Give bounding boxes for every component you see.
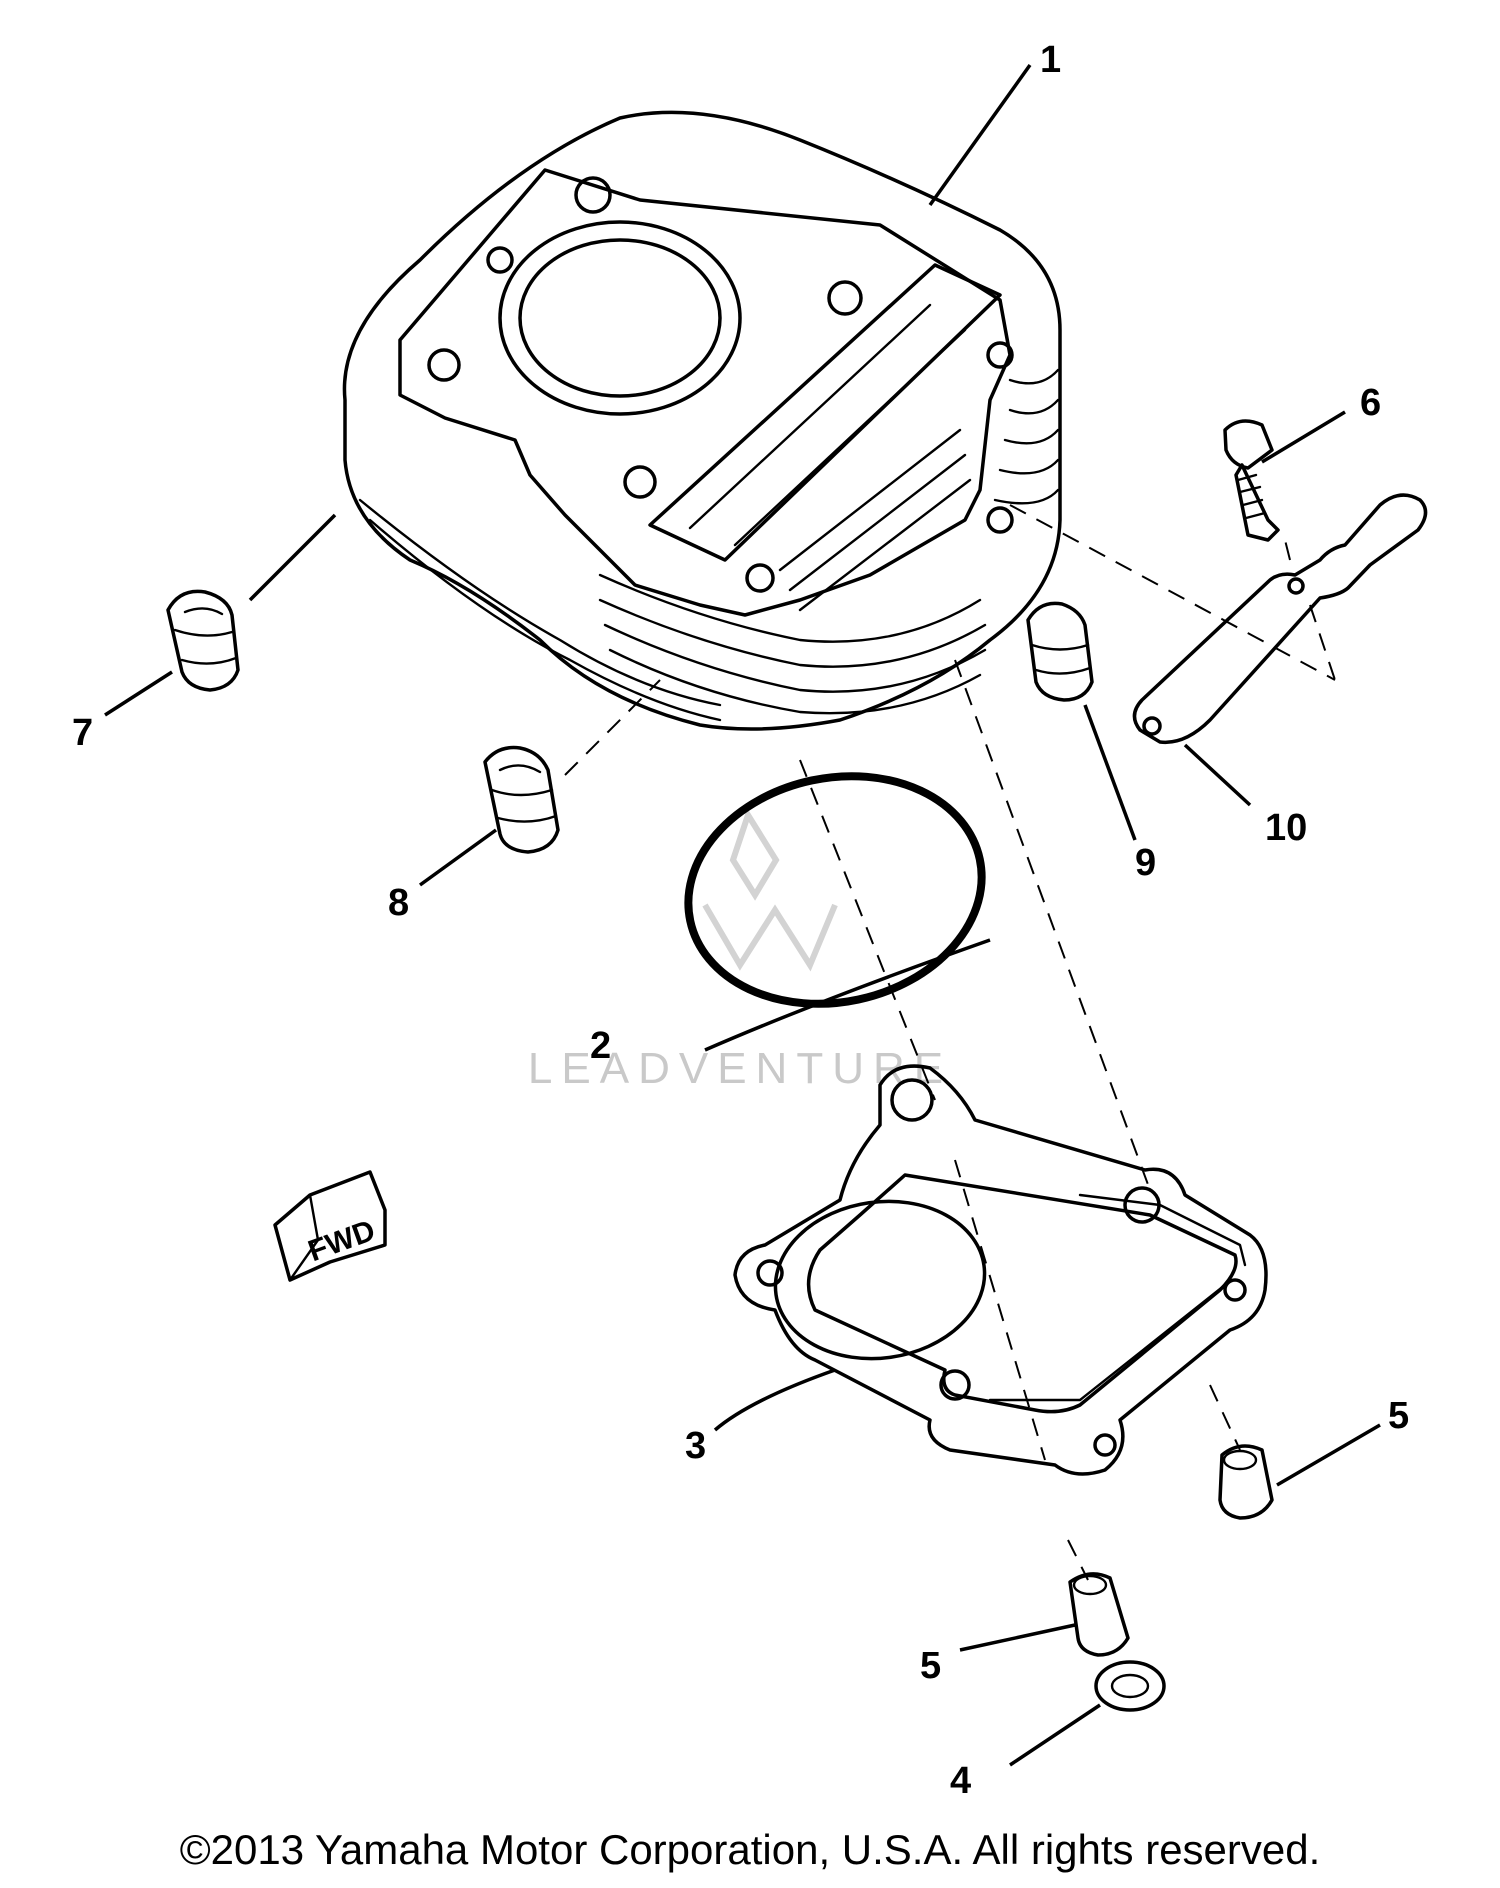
copyright-notice: ©2013 Yamaha Motor Corporation, U.S.A. A… <box>179 1826 1321 1873</box>
plug-7 <box>166 589 240 692</box>
watermark: LEADVENTURE <box>528 807 952 1093</box>
callout-8: 8 <box>388 882 409 924</box>
callout-5a: 5 <box>1388 1395 1409 1437</box>
assembly-lines <box>564 504 1336 1581</box>
callout-3: 3 <box>685 1425 706 1467</box>
callout-1: 1 <box>1040 39 1061 81</box>
callout-9: 9 <box>1135 842 1156 884</box>
callout-6: 6 <box>1360 382 1381 424</box>
dowel-pin <box>1218 1444 1274 1520</box>
watermark-text: LEADVENTURE <box>528 1044 952 1093</box>
leader-lines <box>104 63 1381 1767</box>
callout-2: 2 <box>590 1025 611 1067</box>
fwd-arrow: FWD <box>273 1170 387 1282</box>
callout-4: 4 <box>950 1760 971 1802</box>
callout-10: 10 <box>1265 807 1307 849</box>
plug-8 <box>483 745 560 854</box>
o-ring <box>684 772 986 1008</box>
screw <box>1223 419 1280 542</box>
cylinder-gasket <box>733 1064 1268 1476</box>
washer <box>1094 1660 1166 1712</box>
callout-5b: 5 <box>920 1645 941 1687</box>
bracket <box>1132 493 1428 745</box>
plug-9 <box>1026 601 1094 702</box>
callout-7: 7 <box>72 712 93 754</box>
callout-labels: 1 2 3 4 5 5 6 7 8 9 10 <box>72 39 1409 1802</box>
dowel-pin <box>1068 1572 1130 1657</box>
cylinder <box>342 110 1062 731</box>
